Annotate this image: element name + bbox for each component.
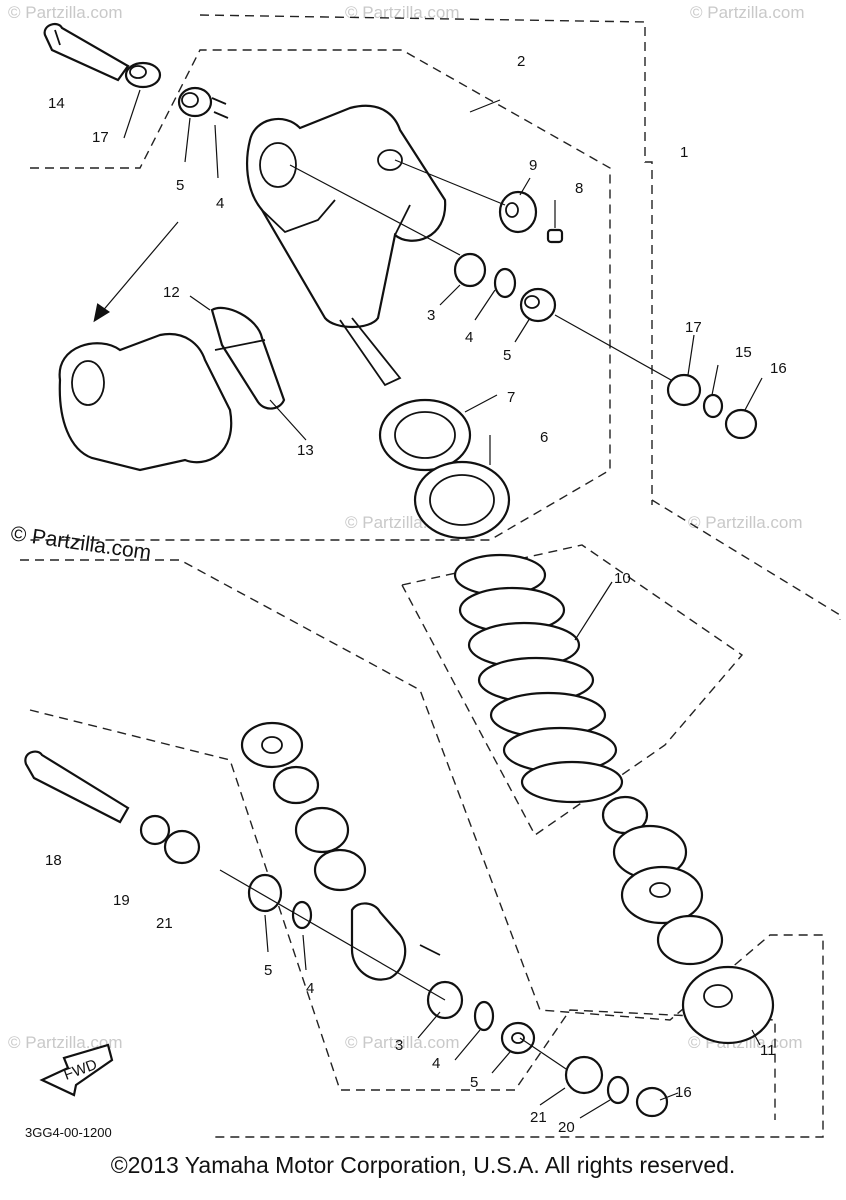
callout-8: 8 bbox=[575, 180, 583, 197]
callout-4: 4 bbox=[432, 1055, 440, 1072]
cap-16-bottom bbox=[635, 1086, 669, 1118]
bolt-18 bbox=[24, 750, 130, 824]
callout-7: 7 bbox=[507, 389, 515, 406]
axis-line bbox=[289, 159, 681, 386]
washer-20 bbox=[606, 1075, 630, 1105]
callout-18: 18 bbox=[45, 852, 62, 869]
callout-16: 16 bbox=[675, 1084, 692, 1101]
washer-15 bbox=[702, 393, 724, 419]
bushing-5-lower bbox=[247, 873, 283, 913]
callout-21: 21 bbox=[156, 915, 173, 932]
callout-5: 5 bbox=[503, 347, 511, 364]
rubber-stopper-11 bbox=[681, 965, 775, 1045]
axis-line-lower bbox=[219, 869, 576, 1076]
bushing-5-bottom bbox=[500, 1021, 536, 1055]
oil-seal-4-top bbox=[211, 97, 229, 119]
inset-reservoir-view bbox=[58, 306, 286, 472]
assembly-boundary-2 bbox=[30, 49, 611, 541]
callout-9: 9 bbox=[529, 157, 537, 174]
callout-4: 4 bbox=[306, 980, 314, 997]
bolt-14 bbox=[43, 22, 130, 82]
callout-21: 21 bbox=[530, 1109, 547, 1126]
assembly-boundary-spring bbox=[401, 544, 744, 837]
callout-5: 5 bbox=[470, 1074, 478, 1091]
callout-20: 20 bbox=[558, 1119, 575, 1136]
cap-16-top bbox=[724, 408, 758, 440]
callout-4: 4 bbox=[465, 329, 473, 346]
bushing-5-mid bbox=[519, 287, 557, 323]
adjuster-9 bbox=[498, 190, 538, 234]
callout-12: 12 bbox=[163, 284, 180, 301]
watermark: © Partzilla.com bbox=[690, 3, 805, 22]
watermark: © Partzilla.com bbox=[8, 1033, 123, 1052]
callout-6: 6 bbox=[540, 429, 548, 446]
watermark: © Partzilla.com bbox=[688, 513, 803, 532]
watermark: © Partzilla.com bbox=[345, 1033, 460, 1052]
screw-8 bbox=[546, 228, 564, 244]
drawing-code: 3GG4-00-1200 bbox=[25, 1125, 112, 1140]
oil-seal-4-bottom bbox=[473, 1000, 495, 1032]
copyright-footer: ©2013 Yamaha Motor Corporation, U.S.A. A… bbox=[110, 1152, 736, 1178]
assembly-boundary-1 bbox=[199, 14, 841, 620]
collar-19 bbox=[139, 814, 201, 865]
bushing-5-top bbox=[177, 86, 213, 118]
callout-leaders bbox=[123, 89, 763, 1119]
callout-3: 3 bbox=[395, 1037, 403, 1054]
spring-seat-stack bbox=[601, 795, 724, 966]
collar-21 bbox=[564, 1055, 604, 1095]
callout-19: 19 bbox=[113, 892, 130, 909]
rear-shock-exploded-diagram: © Partzilla.com © Partzilla.com © Partzi… bbox=[8, 3, 841, 1140]
watermark-main: © Partzilla.com bbox=[9, 522, 152, 564]
callout-15: 15 bbox=[735, 344, 752, 361]
ring-nut-6 bbox=[413, 460, 511, 540]
callout-4: 4 bbox=[216, 195, 224, 212]
callout-11: 11 bbox=[760, 1042, 776, 1059]
inset-arrowhead bbox=[93, 303, 111, 323]
callout-17: 17 bbox=[685, 319, 702, 336]
collar-17-right bbox=[666, 373, 702, 407]
callout-13: 13 bbox=[297, 442, 314, 459]
ring-nut-7 bbox=[378, 398, 472, 472]
oil-seal-4-lower bbox=[291, 900, 313, 930]
collar-3-mid bbox=[453, 252, 487, 288]
callout-10: 10 bbox=[614, 570, 631, 587]
assembly-boundary-lower bbox=[20, 559, 824, 1138]
callout-3: 3 bbox=[427, 307, 435, 324]
callout-16: 16 bbox=[770, 360, 787, 377]
callout-1: 1 bbox=[680, 144, 688, 161]
lower-seat-stack bbox=[240, 721, 367, 892]
coil-spring-10 bbox=[453, 553, 624, 804]
shock-absorber-body bbox=[246, 104, 447, 387]
watermark: © Partzilla.com bbox=[8, 3, 123, 22]
fwd-arrow: FWD bbox=[39, 1043, 114, 1097]
collar-17-top bbox=[124, 61, 162, 89]
callout-5: 5 bbox=[176, 177, 184, 194]
callout-17: 17 bbox=[92, 129, 109, 146]
callout-2: 2 bbox=[517, 53, 525, 70]
callout-5: 5 bbox=[264, 962, 272, 979]
relay-arm bbox=[350, 902, 441, 981]
oil-seal-4-mid bbox=[493, 267, 517, 299]
inset-arrow bbox=[94, 221, 179, 321]
callout-14: 14 bbox=[48, 95, 65, 112]
